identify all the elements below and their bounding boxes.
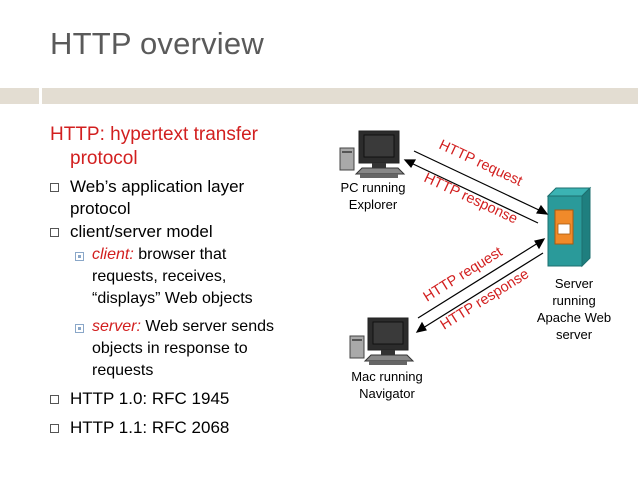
- sub-bullet-square-icon: [75, 324, 84, 333]
- mac-server-arrows: [415, 238, 546, 333]
- pc-label: PC running Explorer: [330, 179, 416, 213]
- bullet-square-icon: [50, 228, 59, 237]
- sub-bullet-2-text: Web server sends: [140, 318, 274, 335]
- bullet-2-line-1: client/server model: [70, 222, 213, 241]
- sub-bullet-2-prefix: server:: [92, 318, 141, 335]
- server-label: Server running Apache Web server: [528, 275, 620, 343]
- mac-label-line-1: Mac running: [351, 369, 423, 384]
- bullet-4-line-1: HTTP 1.1: RFC 2068: [70, 418, 230, 437]
- bullet-1-line-1: Web’s application layer: [70, 177, 245, 196]
- pc-server-arrows: [403, 150, 549, 224]
- heading-line-2: protocol: [70, 148, 138, 169]
- slide-title: HTTP overview: [50, 26, 264, 61]
- sub-bullet-2-line-1: server: Web server sends: [92, 316, 274, 338]
- pc-computer-icon: [339, 130, 406, 178]
- bullet-3-line-1: HTTP 1.0: RFC 1945: [70, 389, 230, 408]
- server-label-line-4: server: [555, 327, 593, 342]
- server-label-line-2: running: [552, 293, 596, 308]
- server-label-line-3: Apache Web: [536, 310, 612, 325]
- sub-bullet-square-icon: [75, 252, 84, 261]
- bullet-square-icon: [50, 183, 59, 192]
- mac-label-line-2: Navigator: [359, 386, 415, 401]
- heading-line-1: HTTP: hypertext transfer: [50, 124, 259, 145]
- pc-label-line-2: Explorer: [348, 197, 398, 212]
- sub-bullet-1-line-2: requests, receives,: [92, 268, 227, 285]
- mac-label: Mac running Navigator: [341, 368, 433, 402]
- server-tower-icon: [546, 186, 592, 268]
- sub-bullet-1-line-1: client: browser that: [92, 244, 226, 266]
- bullet-1-line-2: protocol: [70, 199, 131, 218]
- server-label-line-1: Server: [554, 276, 594, 291]
- bullet-square-icon: [50, 424, 59, 433]
- sub-bullet-1-line-3: “displays” Web objects: [92, 290, 253, 307]
- sub-bullet-2-line-2: objects in response to: [92, 340, 248, 357]
- sub-bullet-1-prefix: client:: [92, 246, 134, 263]
- title-accent-bar-right: [42, 88, 638, 104]
- sub-bullet-1-text: browser that: [133, 246, 227, 263]
- sub-bullet-2-line-3: requests: [92, 362, 154, 379]
- pc-label-line-1: PC running: [340, 180, 406, 195]
- bullet-square-icon: [50, 395, 59, 404]
- title-accent-bar-left: [0, 88, 39, 104]
- mac-computer-icon: [349, 317, 415, 365]
